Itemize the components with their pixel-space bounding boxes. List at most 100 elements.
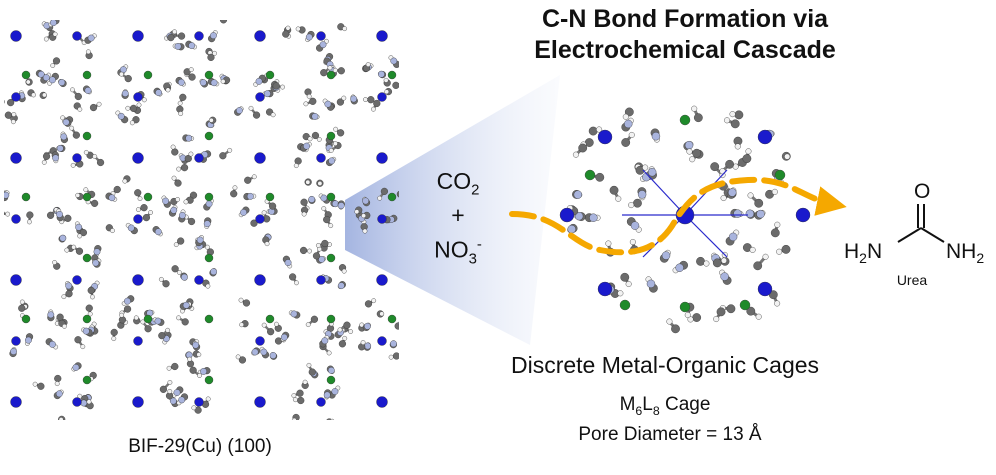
- hydrogen-atom: [176, 166, 182, 172]
- carbon-atom: [380, 187, 389, 195]
- carbon-atom: [194, 406, 202, 414]
- carbon-atom: [79, 228, 88, 237]
- hydrogen-atom: [734, 143, 741, 150]
- hydrogen-atom: [141, 97, 147, 103]
- nitrogen-atom: [65, 282, 73, 290]
- hydrogen-atom: [96, 101, 102, 107]
- carbon-atom: [4, 111, 12, 119]
- copper-atom: [11, 214, 21, 224]
- boron-atom: [265, 314, 275, 324]
- carbon-atom: [693, 113, 703, 123]
- nitrogen-atom: [4, 191, 10, 199]
- carbon-atom: [174, 179, 182, 187]
- copper-atom: [72, 397, 82, 407]
- boron-atom: [204, 253, 214, 263]
- hydrogen-atom: [188, 151, 194, 157]
- hydrogen-atom: [251, 174, 257, 180]
- nitrogen-atom: [637, 190, 647, 199]
- hydrogen-atom: [301, 211, 307, 217]
- copper-atom: [72, 275, 82, 285]
- nitrogen-atom: [37, 70, 45, 78]
- carbon-atom: [187, 217, 196, 226]
- carbon-atom: [746, 306, 756, 316]
- carbon-atom: [595, 172, 605, 182]
- nitrogen-atom: [246, 192, 254, 200]
- hydrogen-atom: [27, 219, 32, 225]
- carbon-atom: [7, 99, 15, 107]
- nitrogen-atom: [260, 348, 268, 356]
- copper-atom: [255, 214, 265, 224]
- reactant-plus: +: [451, 202, 465, 228]
- nitrogen-atom: [173, 389, 181, 396]
- urea-structure: O H2N NH2: [844, 180, 984, 266]
- nitrogen-atom: [210, 268, 217, 276]
- nitrogen-atom: [52, 154, 59, 162]
- carbon-atom: [282, 30, 290, 38]
- carbon-atom: [142, 214, 150, 222]
- boron-atom: [387, 192, 397, 202]
- hydrogen-atom: [303, 101, 309, 107]
- carbon-atom: [309, 97, 317, 105]
- carbon-atom: [730, 119, 740, 129]
- nitrogen-atom: [303, 142, 310, 150]
- hydrogen-atom: [337, 327, 343, 333]
- carbon-atom: [124, 74, 132, 83]
- copper-atom: [377, 214, 387, 224]
- carbon-atom: [300, 198, 308, 206]
- hydrogen-atom: [747, 192, 754, 199]
- nitrogen-atom: [728, 188, 737, 197]
- hydrogen-atom: [625, 281, 632, 288]
- hydrogen-atom: [83, 150, 89, 155]
- carbon-atom: [89, 103, 98, 112]
- carbon-atom: [207, 53, 215, 62]
- nitrogen-atom: [378, 70, 385, 78]
- copper-atom: [11, 336, 21, 346]
- hydrogen-atom: [167, 380, 173, 385]
- nitrogen-atom: [55, 390, 63, 398]
- hydrogen-atom: [83, 187, 89, 193]
- hydrogen-atom: [62, 323, 67, 329]
- urea-oxygen: O: [914, 180, 930, 203]
- nitrogen-atom: [174, 43, 182, 50]
- carbon-atom: [158, 332, 166, 340]
- hydrogen-atom: [208, 117, 214, 123]
- hydrogen-atom: [133, 315, 139, 321]
- nitrogen-atom: [47, 311, 55, 319]
- carbon-atom: [65, 290, 73, 298]
- hydrogen-atom: [691, 105, 698, 112]
- boron-atom: [679, 114, 691, 126]
- carbon-atom: [267, 328, 275, 336]
- hydrogen-atom: [361, 213, 367, 219]
- hydrogen-atom: [292, 397, 298, 403]
- hydrogen-atom: [307, 248, 312, 254]
- carbon-atom: [189, 366, 197, 374]
- hydrogen-atom: [205, 283, 211, 289]
- boron-atom: [21, 70, 31, 80]
- carbon-atom: [219, 152, 227, 160]
- hydrogen-atom: [302, 379, 308, 385]
- hydrogen-atom: [239, 322, 245, 328]
- carbon-atom: [770, 228, 780, 238]
- hydrogen-atom: [205, 244, 210, 250]
- hydrogen-atom: [61, 294, 67, 300]
- hydrogen-atom: [119, 71, 124, 77]
- carbon-atom: [373, 99, 381, 108]
- nitrogen-atom: [350, 95, 358, 103]
- copper-atom: [254, 396, 266, 408]
- copper-atom: [194, 275, 204, 285]
- carbon-atom: [296, 389, 304, 397]
- title-line-2: Electrochemical Cascade: [534, 36, 836, 64]
- nitrogen-atom: [179, 211, 186, 219]
- hydrogen-atom: [41, 159, 47, 165]
- nitrogen-atom: [733, 209, 742, 218]
- boron-atom: [326, 375, 336, 385]
- hydrogen-atom: [341, 268, 347, 274]
- carbon-atom: [244, 176, 252, 184]
- hydrogen-atom: [19, 299, 25, 305]
- nitrogen-atom: [308, 196, 316, 203]
- hydrogen-atom: [122, 178, 128, 184]
- nitrogen-atom: [124, 297, 131, 305]
- hydrogen-atom: [92, 154, 98, 159]
- carbon-atom: [671, 324, 680, 334]
